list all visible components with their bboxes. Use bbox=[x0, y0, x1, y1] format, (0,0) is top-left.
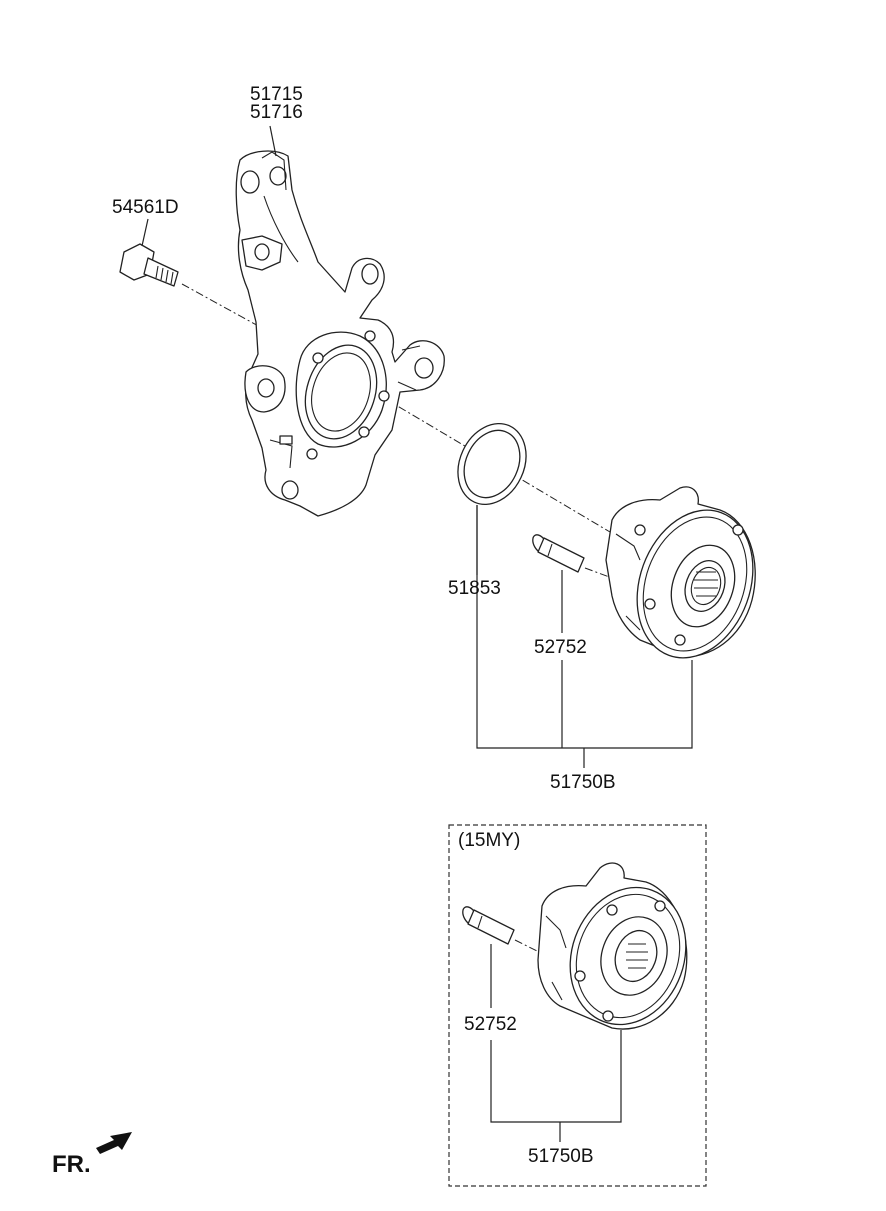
steering-knuckle bbox=[235, 150, 445, 517]
front-direction-label: FR. bbox=[52, 1151, 91, 1178]
leader-lines-15my bbox=[490, 944, 622, 1142]
hub-bearing-assembly bbox=[605, 486, 756, 659]
variant-box-15my bbox=[448, 824, 707, 1187]
hub-bolt bbox=[532, 534, 585, 573]
callout-51716: 51716 bbox=[250, 102, 303, 123]
callout-52752: 52752 bbox=[534, 637, 587, 658]
callout-51750b-15my: 51750B bbox=[528, 1146, 594, 1167]
callout-51750b: 51750B bbox=[550, 772, 616, 793]
bolt-axis-line bbox=[181, 283, 263, 329]
callout-51715: 51715 bbox=[250, 84, 303, 105]
hub-bolt-15my bbox=[462, 906, 515, 945]
callout-51853: 51853 bbox=[448, 578, 501, 599]
snap-ring bbox=[457, 422, 527, 506]
front-direction-arrow-icon bbox=[96, 1132, 132, 1154]
variant-label: (15MY) bbox=[458, 830, 520, 851]
leader-lines-main bbox=[141, 125, 693, 768]
hub-bearing-assembly-15my bbox=[537, 862, 688, 1030]
knuckle-bolt bbox=[119, 243, 179, 287]
callout-52752-15my: 52752 bbox=[464, 1014, 517, 1035]
callout-54561d: 54561D bbox=[112, 197, 179, 218]
